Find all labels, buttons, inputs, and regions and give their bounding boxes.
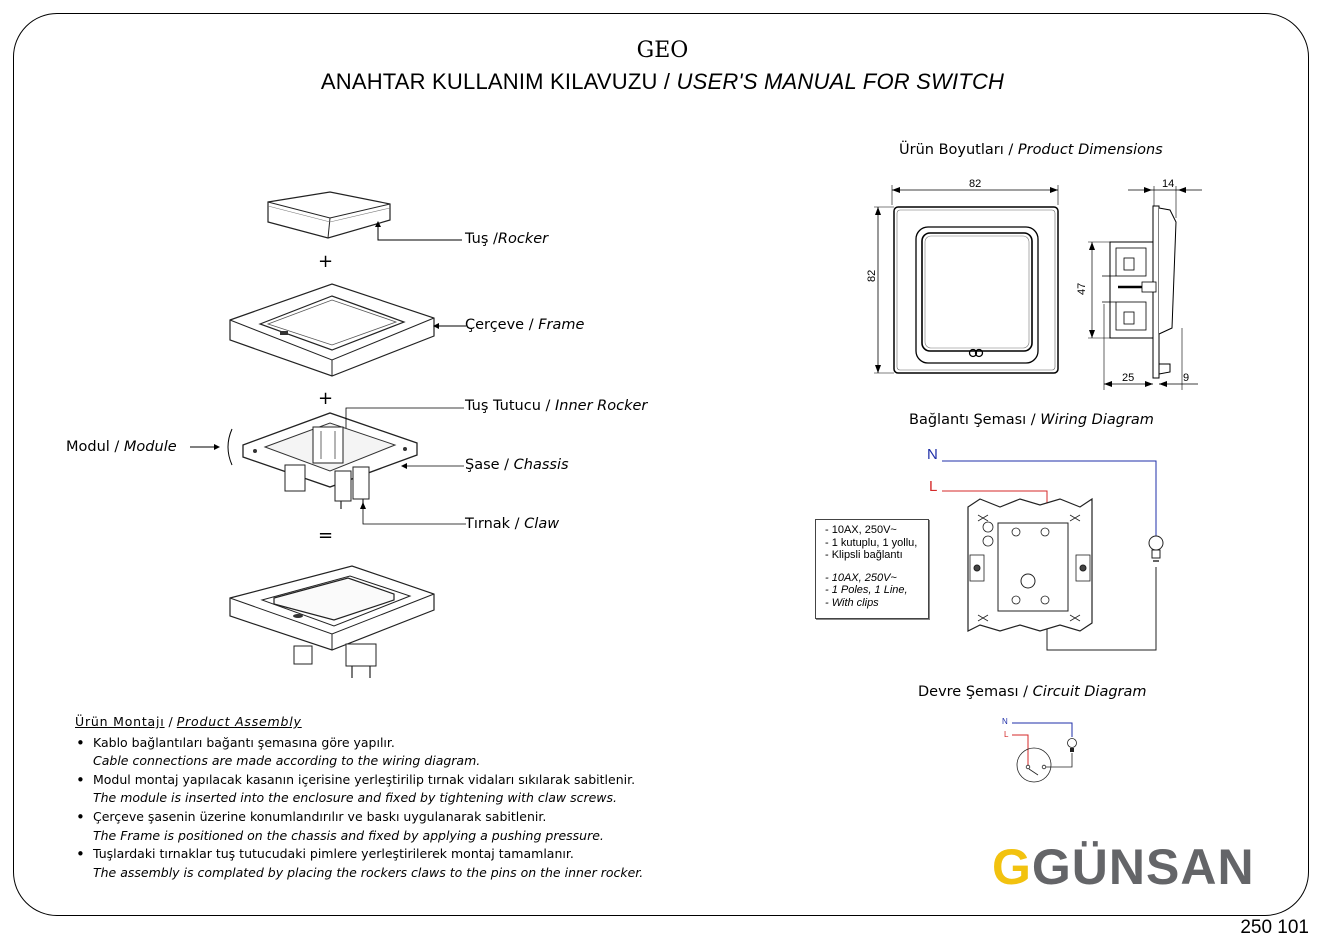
dim-frame-depth: 9 [1183, 372, 1190, 384]
wiring-neutral-label: N [927, 446, 938, 463]
assembly-step: Kablo bağlantıları bağantı şemasına göre… [75, 734, 643, 771]
step-text-tr: Kablo bağlantıları bağantı şemasına göre… [93, 734, 395, 750]
assembly-title-sep: / [164, 714, 177, 729]
label-module-en: Module [123, 439, 177, 455]
circuit-lamp-icon [1067, 738, 1077, 752]
label-claw: Tırnak / Claw [465, 516, 559, 532]
chassis-leader [401, 463, 464, 469]
dim-height: 82 [866, 269, 878, 282]
label-module: Modul / Module [66, 439, 177, 455]
label-chassis: Şase / Chassis [465, 457, 569, 473]
frame-leader [433, 323, 466, 329]
label-rocker-tr: Tuş / [465, 231, 498, 247]
wiring-diagram [942, 460, 1164, 651]
label-claw-en: Claw [524, 516, 560, 532]
spec-tr: - 10AX, 250V~ [825, 524, 897, 536]
label-frame: Çerçeve / Frame [465, 317, 584, 333]
assembly-step: Modul montaj yapılacak kasanın içerisine… [75, 771, 643, 808]
neutral-wire [942, 460, 1157, 537]
rocker-leader [375, 221, 462, 241]
circuit-line-wire [1012, 734, 1029, 765]
title-tr: ANAHTAR KULLANIM KILAVUZU / [320, 69, 677, 94]
step-text-tr: Tuşlardaki tırnaklar tuş tutucudaki piml… [93, 846, 574, 862]
assembly-steps: Kablo bağlantıları bağantı şemasına göre… [75, 734, 643, 883]
switch-symbol [1016, 747, 1052, 783]
page-title: ANAHTAR KULLANIM KILAVUZU / USER'S MANUA… [0, 69, 1317, 95]
assembly-title-tr: Ürün Montajı [75, 714, 165, 729]
equals-sign: = [318, 525, 334, 546]
dim-module-depth: 25 [1122, 372, 1135, 384]
dimensions-title-en: Product Dimensions [1017, 142, 1163, 158]
assembly-step: Tuşlardaki tırnaklar tuş tutucudaki piml… [75, 845, 643, 882]
inner-rocker-leader [345, 407, 464, 428]
circuit-diagram [1012, 722, 1077, 783]
wiring-title-tr: Bağlantı Şeması / [909, 412, 1041, 428]
dim-module-height: 47 [1076, 282, 1088, 295]
claw-leader [360, 502, 466, 525]
assembly-step: Çerçeve şasenin üzerine konumlandırılır … [75, 808, 643, 845]
label-inner-rocker-en: Inner Rocker [555, 398, 648, 414]
assembly-instructions: Ürün Montajı / Product Assembly Kablo ba… [75, 713, 643, 882]
product-name: GEO [636, 38, 689, 63]
module-illustration [242, 412, 418, 509]
label-chassis-tr: Şase / [465, 457, 514, 473]
wiring-title-en: Wiring Diagram [1040, 412, 1154, 428]
label-module-tr: Modul / [66, 439, 124, 455]
circuit-title-tr: Devre Şeması / [918, 684, 1033, 700]
circuit-title-en: Circuit Diagram [1032, 684, 1147, 700]
dimensions-title: Ürün Boyutları / Product Dimensions [899, 142, 1163, 158]
specifications-box: - 10AX, 250V~ - 1 kutuplu, 1 yollu, - Kl… [815, 519, 929, 619]
circuit-neutral-label: N [1002, 717, 1008, 726]
gunsan-logo: GGÜNSAN [992, 838, 1255, 896]
plus-sign-1: + [318, 251, 334, 272]
label-rocker: Tuş /Rocker [465, 231, 548, 247]
step-text-en: The Frame is positioned on the chassis a… [93, 827, 604, 843]
label-claw-tr: Tırnak / [465, 516, 525, 532]
spec-en: - 1 Poles, 1 Line, [825, 584, 908, 597]
document-code: 250 101 [1240, 917, 1309, 938]
label-frame-tr: Çerçeve / [465, 317, 539, 333]
assembly-title-en: Product Assembly [176, 714, 302, 729]
wiring-line-label: L [929, 478, 938, 495]
side-view-drawing [1088, 186, 1202, 390]
page-border [13, 13, 1309, 916]
label-inner-rocker: Tuş Tutucu / Inner Rocker [465, 398, 647, 414]
dimensions-title-tr: Ürün Boyutları / [899, 142, 1018, 158]
step-text-en: The assembly is complated by placing the… [93, 864, 644, 880]
plus-sign-2: + [318, 388, 334, 409]
spec-en: - 10AX, 250V~ [825, 571, 897, 584]
step-text-en: Cable connections are made according to … [93, 753, 481, 769]
spec-tr: - Klipsli bağlantı [825, 549, 903, 562]
frame-illustration [229, 283, 435, 377]
label-frame-en: Frame [538, 317, 585, 333]
wiring-title: Bağlantı Şeması / Wiring Diagram [909, 412, 1154, 428]
label-chassis-en: Chassis [513, 457, 569, 473]
dim-width: 82 [969, 178, 982, 190]
module-leader [190, 428, 233, 466]
label-inner-rocker-tr: Tuş Tutucu / [465, 398, 555, 414]
circuit-neutral-wire [1012, 722, 1073, 737]
step-text-tr: Çerçeve şasenin üzerine konumlandırılır … [93, 808, 547, 824]
dim-depth-total: 14 [1162, 178, 1175, 190]
step-text-tr: Modul montaj yapılacak kasanın içerisine… [93, 771, 636, 787]
switch-mechanism-drawing [967, 497, 1093, 632]
spec-tr: - 1 kutuplu, 1 yollu, [825, 536, 918, 549]
circuit-line-label: L [1004, 730, 1009, 739]
assembled-switch-illustration [229, 565, 435, 678]
spec-en: - With clips [825, 596, 879, 609]
step-text-en: The module is inserted into the enclosur… [93, 790, 618, 806]
lamp-icon [1148, 535, 1164, 562]
rocker-illustration [267, 191, 391, 239]
front-view-drawing [874, 185, 1059, 374]
logo-text: GÜNSAN [1031, 839, 1255, 895]
assembly-heading: Ürün Montajı / Product Assembly [75, 713, 643, 732]
logo-accent-g: G [992, 839, 1032, 895]
title-en: USER'S MANUAL FOR SWITCH [676, 69, 1005, 94]
circuit-title: Devre Şeması / Circuit Diagram [918, 684, 1147, 700]
label-rocker-en: Rocker [497, 231, 549, 247]
